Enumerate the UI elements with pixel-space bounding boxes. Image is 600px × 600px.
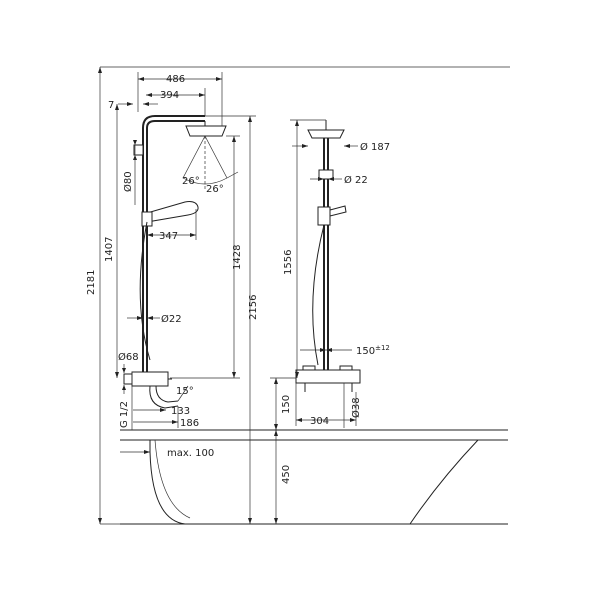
dim-304: 304 bbox=[310, 416, 329, 427]
dim-7: 7 bbox=[108, 100, 114, 111]
dim-1556: 1556 bbox=[283, 250, 294, 275]
dim-486: 486 bbox=[166, 74, 185, 85]
dim-26-left: 26° bbox=[182, 176, 200, 187]
dim-1407: 1407 bbox=[104, 237, 115, 262]
shower-column-side-view bbox=[295, 120, 361, 392]
shower-column-front-view bbox=[123, 115, 228, 409]
dim-15: 15° bbox=[176, 386, 194, 397]
dim-2156: 2156 bbox=[248, 295, 259, 320]
dim-2181: 2181 bbox=[86, 270, 97, 295]
dim-150-tol: 150±12 bbox=[356, 344, 390, 357]
dim-o38: Ø38 bbox=[350, 397, 362, 418]
dim-133: 133 bbox=[171, 406, 190, 417]
dimension-lines-left bbox=[98, 67, 256, 524]
dim-26-right: 26° bbox=[206, 184, 224, 195]
dim-g12: G 1/2 bbox=[119, 401, 130, 428]
dim-o80: Ø80 bbox=[122, 171, 134, 192]
dim-o22-right: Ø 22 bbox=[344, 174, 368, 186]
dim-o68: Ø68 bbox=[118, 351, 139, 363]
dim-o187: Ø 187 bbox=[360, 141, 390, 153]
dim-max100: max. 100 bbox=[167, 448, 214, 459]
dim-347: 347 bbox=[159, 231, 178, 242]
bathtub bbox=[100, 429, 508, 525]
dimension-lines-right bbox=[270, 119, 358, 524]
dim-450: 450 bbox=[281, 465, 292, 484]
dim-150-tol-value: 150 bbox=[356, 346, 375, 357]
dim-150-tol-sup: ±12 bbox=[375, 344, 390, 352]
dim-150: 150 bbox=[281, 395, 292, 414]
dim-186: 186 bbox=[180, 418, 199, 429]
dim-o22-left: Ø22 bbox=[161, 313, 182, 325]
dim-394: 394 bbox=[160, 90, 179, 101]
dim-1428: 1428 bbox=[232, 245, 243, 270]
